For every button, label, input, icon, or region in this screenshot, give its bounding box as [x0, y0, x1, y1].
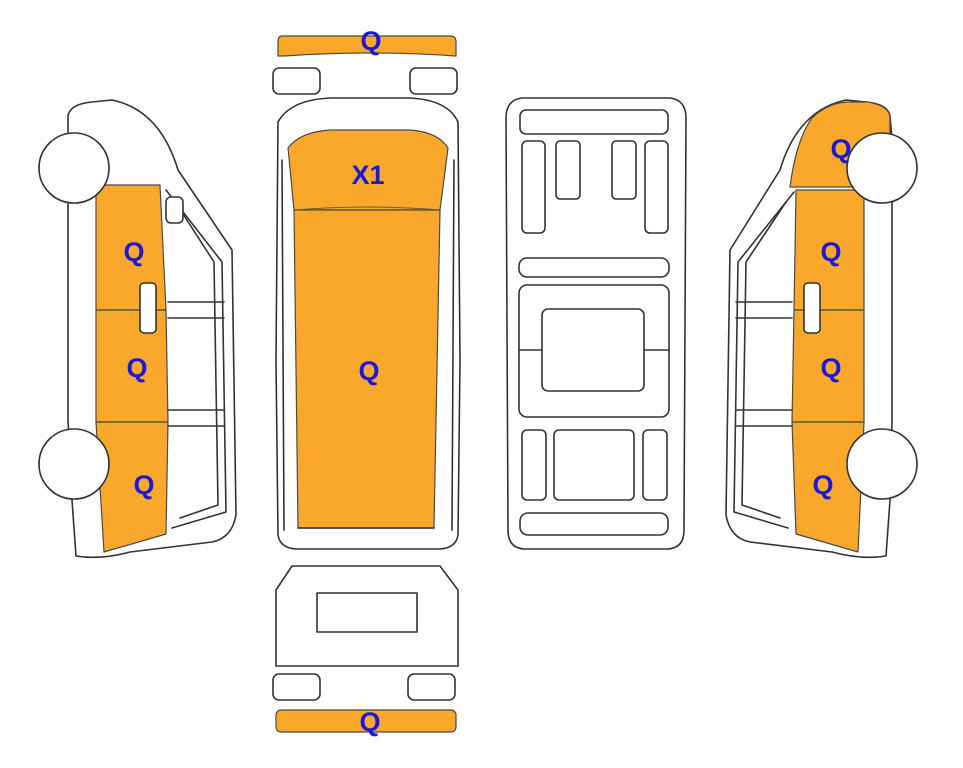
front-bumper-code: Q — [360, 26, 381, 56]
top-view: X1 Q — [275, 97, 461, 550]
cargo-center-panel — [541, 308, 645, 392]
front-view: Q — [272, 26, 458, 95]
right-window-bar-2 — [735, 409, 793, 427]
left-middle-panel-code: Q — [126, 353, 147, 383]
top-right-rail — [451, 159, 455, 531]
left-window-inner — [173, 199, 219, 519]
left-window-bar-1 — [167, 301, 225, 319]
right-window-frame — [733, 191, 795, 529]
right-rear-panel[interactable] — [791, 421, 865, 553]
right-middle-panel-code: Q — [820, 353, 841, 383]
front-left-headlight — [272, 67, 321, 95]
rear-view: Q — [272, 565, 459, 737]
front-right-pillar — [644, 140, 669, 234]
rear-left-taillight — [272, 673, 321, 701]
dashboard — [519, 109, 669, 135]
rear-bumper-code: Q — [359, 707, 380, 737]
right-front-door-code: Q — [820, 237, 841, 267]
right-door-handle[interactable] — [803, 282, 821, 334]
rear-window — [316, 592, 418, 633]
top-left-rail — [281, 159, 285, 531]
front-left-pillar — [521, 140, 546, 234]
rear-floor — [553, 429, 635, 501]
front-bumper[interactable] — [277, 35, 457, 57]
rear-right-pillar — [642, 429, 668, 501]
left-rear-wheel — [38, 428, 110, 500]
rear-bumper[interactable] — [275, 709, 457, 733]
right-front-fender-code: Q — [830, 134, 851, 164]
rear-left-pillar — [521, 429, 547, 501]
left-mirror — [165, 196, 184, 224]
driver-seat — [555, 140, 581, 200]
rear-right-taillight — [407, 673, 456, 701]
left-door-handle[interactable] — [139, 282, 157, 334]
left-rear-panel[interactable] — [95, 421, 169, 553]
partition-bar — [518, 257, 670, 278]
left-window-frame — [165, 189, 227, 529]
left-front-door-code: Q — [123, 237, 144, 267]
right-front-wheel — [846, 132, 918, 204]
left-front-wheel — [38, 132, 110, 204]
passenger-seat — [611, 140, 637, 200]
right-window-inner — [741, 201, 787, 519]
right-rear-wheel — [846, 428, 918, 500]
right-side-view: Q Q Q Q — [725, 99, 918, 559]
roof-seam — [293, 206, 441, 211]
right-rear-panel-code: Q — [812, 470, 833, 500]
roof-front-code: X1 — [351, 160, 384, 190]
rear-step — [519, 512, 669, 536]
roof-main-code: Q — [358, 356, 379, 386]
interior-view — [505, 97, 687, 550]
roof-front-panel[interactable] — [287, 129, 449, 211]
front-right-headlight — [409, 67, 458, 95]
right-window-bar-1 — [735, 301, 793, 319]
left-window-bar-2 — [167, 409, 225, 427]
left-rear-panel-code: Q — [133, 470, 154, 500]
left-side-view: Q Q Q — [38, 99, 237, 559]
